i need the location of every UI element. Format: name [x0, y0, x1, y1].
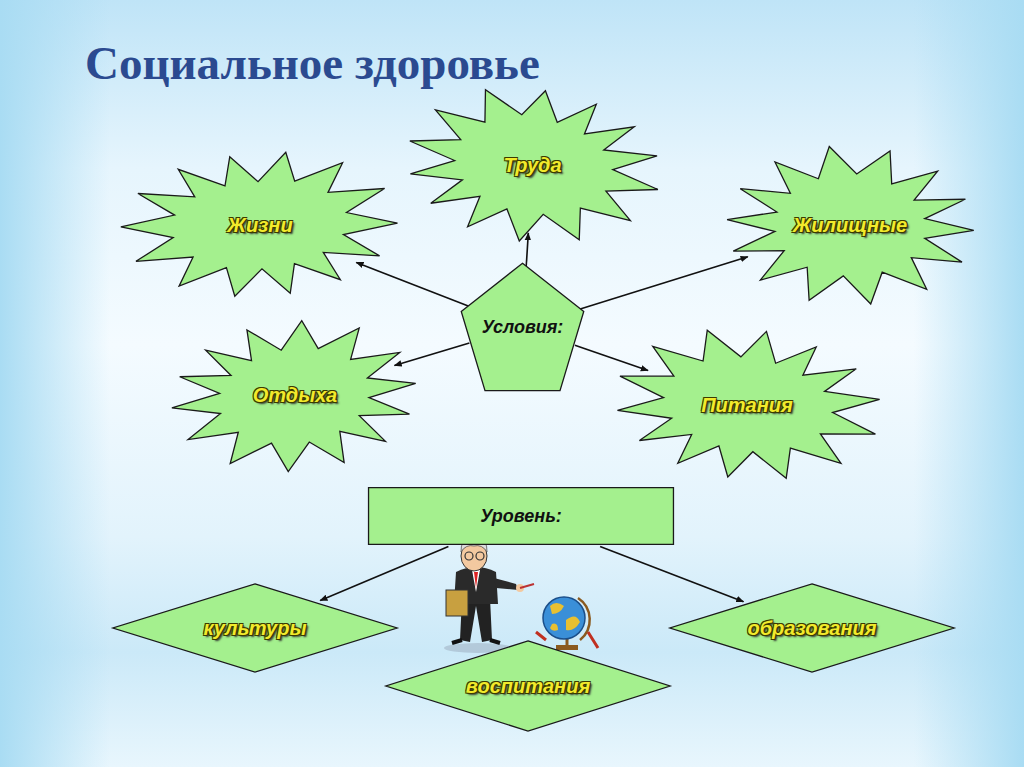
- globe: [536, 597, 598, 650]
- background-shade: [0, 0, 110, 767]
- text-column: Жилищные: [793, 214, 907, 237]
- text-column: воспитания: [466, 675, 590, 698]
- arrow-connector: [356, 262, 471, 307]
- text-column: Труда: [503, 154, 561, 177]
- node-label: Питания: [701, 394, 793, 417]
- condition-star: Жизни: [120, 145, 400, 305]
- arrow-connector: [395, 343, 470, 366]
- node-label: Уровень:: [480, 506, 562, 527]
- condition-star: Отдыха: [160, 318, 430, 473]
- background-shade: [914, 0, 1024, 767]
- arrow-connector: [320, 547, 448, 601]
- node-label: Труда: [503, 154, 561, 177]
- text-column: Условия:: [482, 317, 564, 338]
- arrow-connector: [575, 345, 648, 370]
- level-diamond: воспитания: [383, 640, 673, 732]
- hub-pentagon: Условия:: [460, 262, 585, 392]
- condition-star: Труда: [395, 85, 670, 245]
- node-label: культуры: [203, 617, 306, 640]
- text-column: Отдыха: [253, 384, 338, 407]
- text-column: Жизни: [227, 214, 292, 237]
- arrow-connector: [600, 546, 743, 601]
- text-column: образования: [747, 617, 876, 640]
- text-column: культуры: [203, 617, 306, 640]
- level-diamond: образования: [667, 583, 957, 673]
- node-label: Жилищные: [793, 214, 907, 237]
- slide-title: Социальное здоровье: [85, 36, 540, 90]
- node-label: воспитания: [466, 675, 590, 698]
- arrow-connector: [575, 257, 747, 311]
- condition-star: Жилищные: [710, 145, 990, 305]
- arrow-connector: [526, 233, 528, 270]
- node-label: Условия:: [482, 317, 564, 338]
- text-column: Питания: [701, 394, 793, 417]
- level-diamond: культуры: [110, 583, 400, 673]
- node-label: Жизни: [227, 214, 292, 237]
- level-box: Уровень:: [367, 487, 675, 545]
- condition-star: Питания: [608, 325, 886, 485]
- text-column: Уровень:: [480, 506, 562, 527]
- teacher-figure: [444, 540, 534, 653]
- node-label: Отдыха: [253, 384, 338, 407]
- node-label: образования: [747, 617, 876, 640]
